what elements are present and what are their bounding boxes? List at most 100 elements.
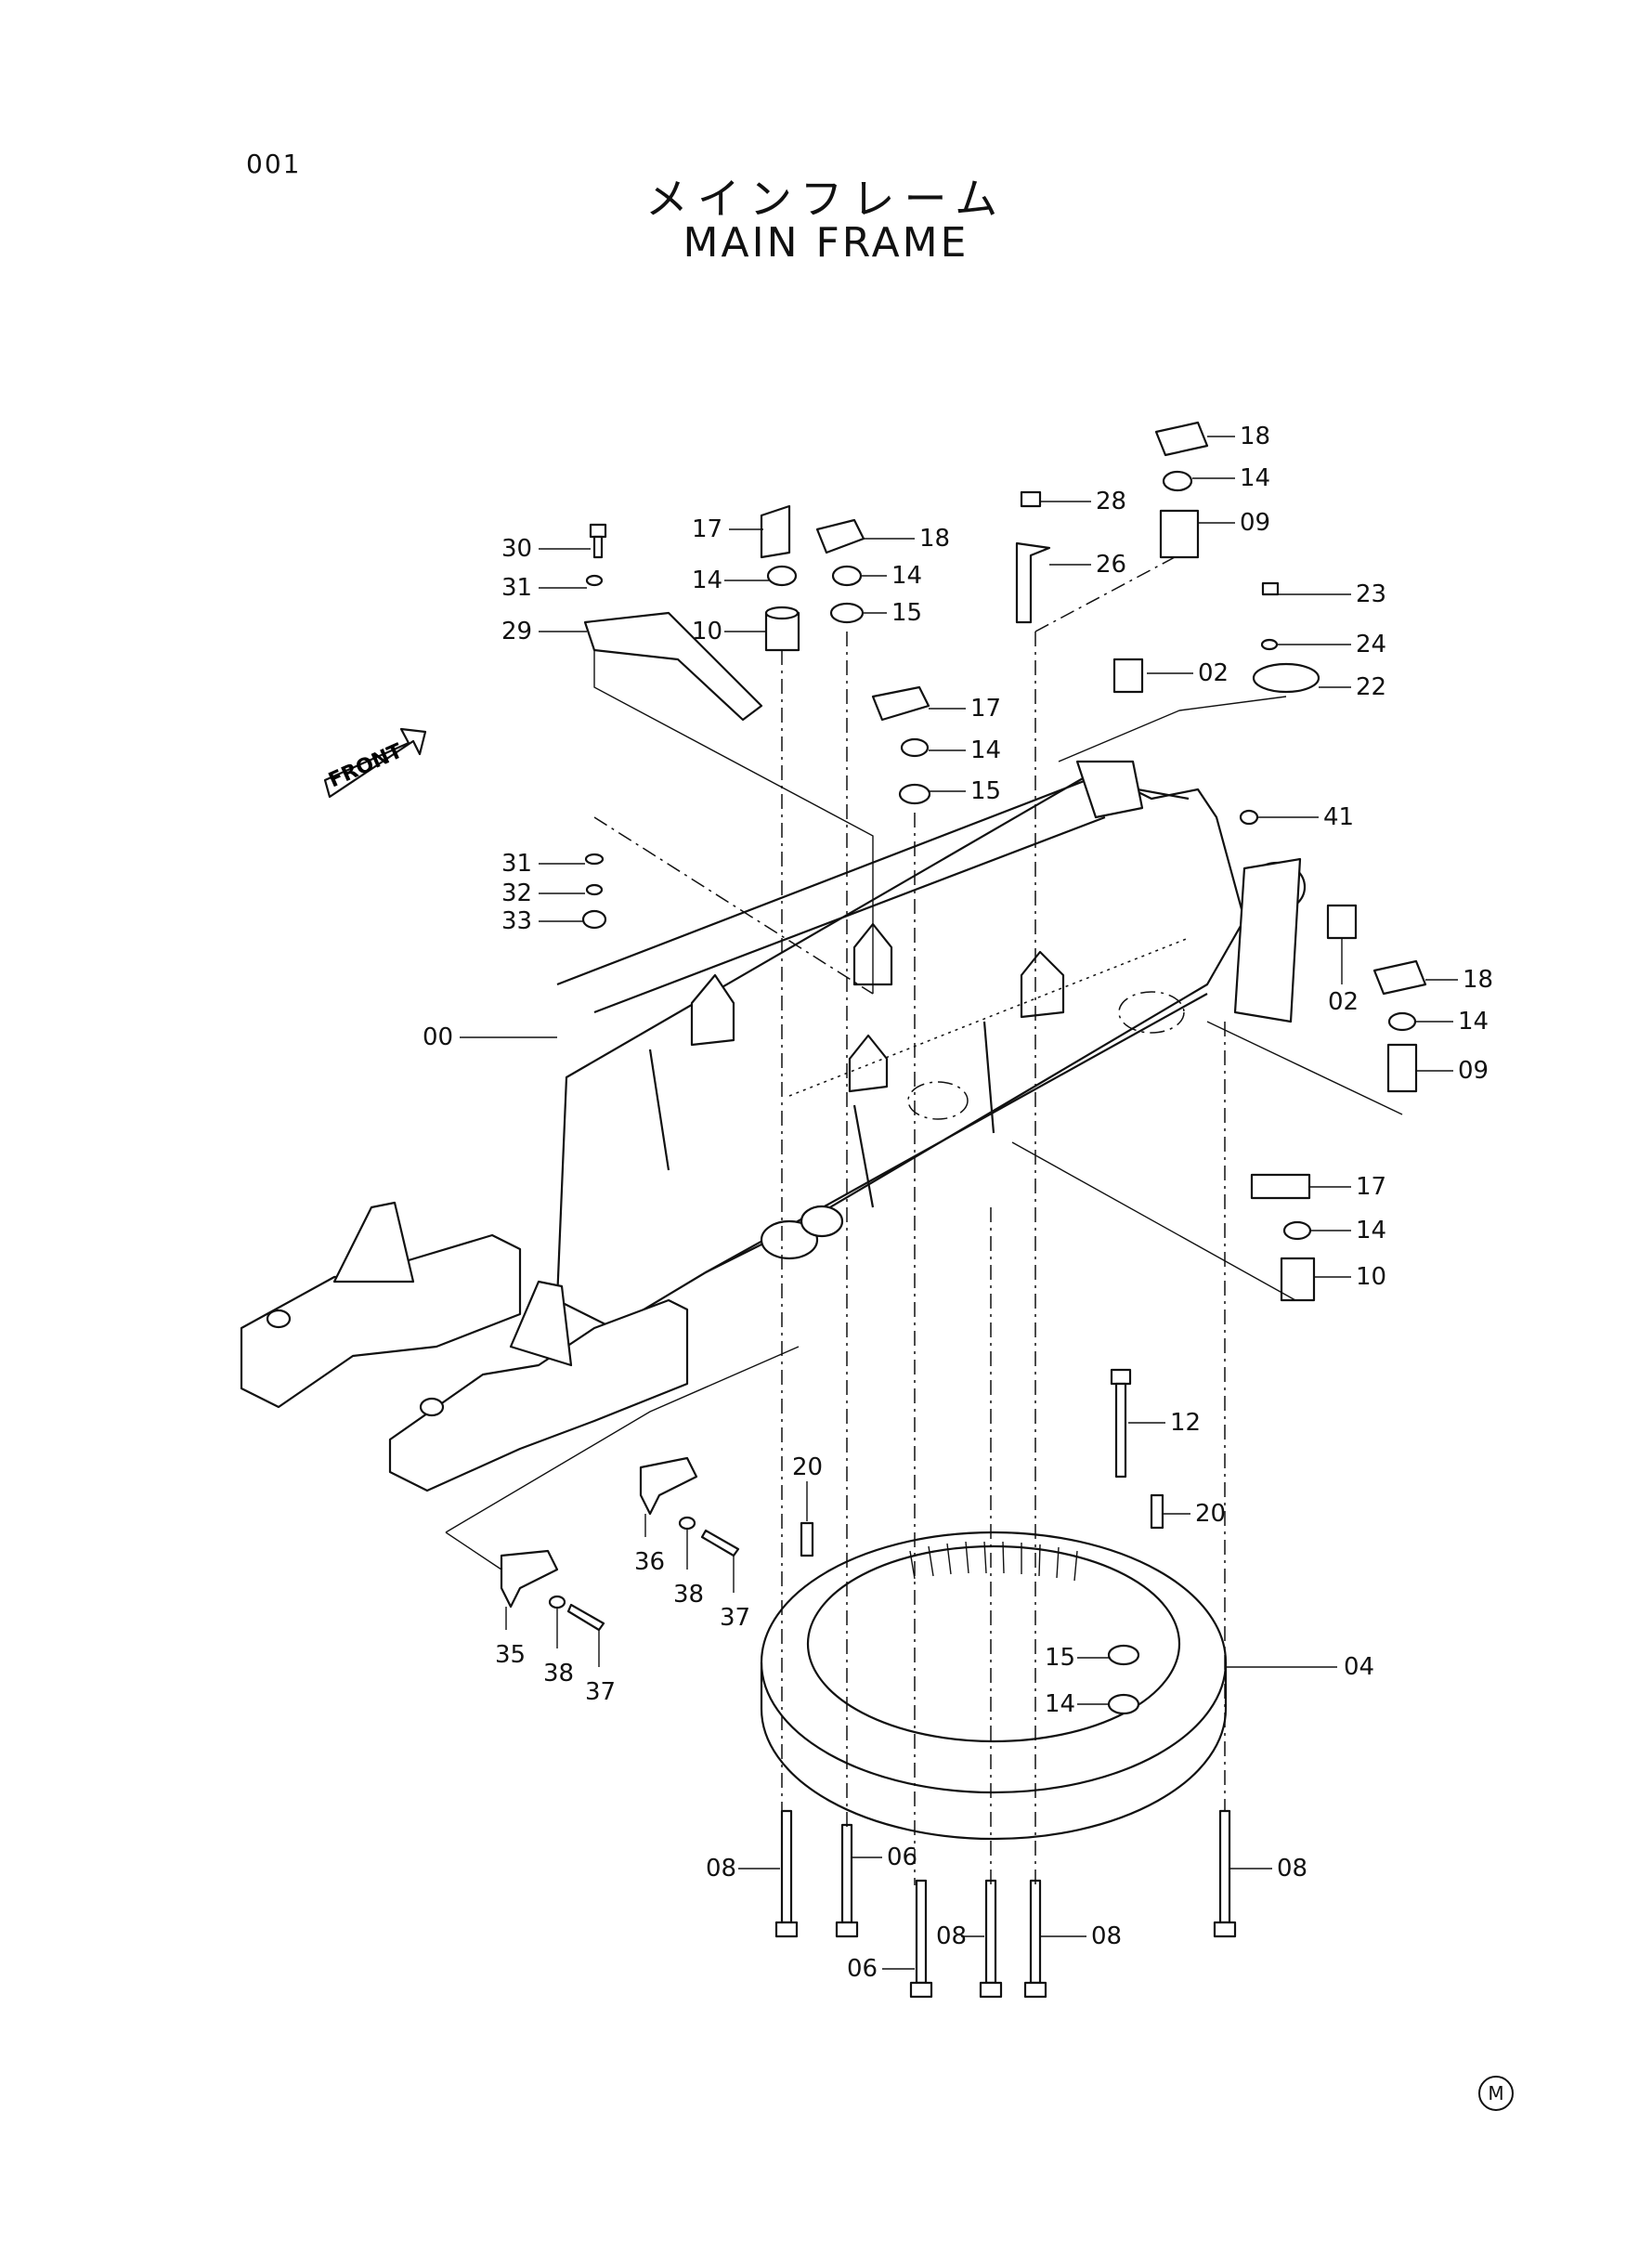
callout-37: 37 — [585, 1630, 616, 1706]
svg-text:38: 38 — [543, 1660, 574, 1687]
callout-08: 08 — [1230, 1855, 1307, 1883]
callout-24: 24 — [1277, 631, 1386, 658]
callout-08: 08 — [706, 1855, 780, 1883]
front-label: FRONT — [325, 739, 406, 792]
callout-04: 04 — [1226, 1653, 1374, 1681]
callout-02: 02 — [1328, 938, 1359, 1016]
callout-17: 17 — [1309, 1173, 1386, 1201]
svg-text:10: 10 — [1356, 1263, 1386, 1291]
callout-00: 00 — [423, 1023, 557, 1051]
callout-35: 35 — [495, 1607, 526, 1669]
svg-text:41: 41 — [1323, 803, 1354, 831]
svg-text:04: 04 — [1344, 1653, 1374, 1681]
svg-text:20: 20 — [792, 1453, 823, 1481]
svg-text:17: 17 — [1356, 1173, 1386, 1201]
svg-text:10: 10 — [692, 618, 722, 645]
svg-text:06: 06 — [887, 1844, 917, 1871]
callout-41: 41 — [1258, 803, 1354, 831]
svg-text:02: 02 — [1198, 659, 1229, 687]
callout-17: 17 — [692, 515, 763, 543]
svg-text:14: 14 — [970, 736, 1001, 764]
callout-06: 06 — [852, 1844, 917, 1871]
callout-22: 22 — [1319, 673, 1386, 701]
callout-23: 23 — [1278, 580, 1386, 608]
callout-08: 08 — [1040, 1922, 1122, 1950]
callout-14: 14 — [1045, 1690, 1109, 1718]
svg-text:02: 02 — [1328, 988, 1359, 1016]
svg-text:12: 12 — [1170, 1409, 1201, 1437]
svg-text:08: 08 — [1277, 1855, 1307, 1883]
callout-14: 14 — [1416, 1008, 1489, 1036]
svg-text:06: 06 — [847, 1955, 878, 1983]
svg-text:26: 26 — [1096, 551, 1126, 579]
svg-text:30: 30 — [501, 535, 532, 563]
svg-text:24: 24 — [1356, 631, 1386, 658]
svg-text:15: 15 — [1045, 1644, 1075, 1672]
svg-text:09: 09 — [1240, 509, 1270, 537]
svg-text:18: 18 — [1463, 966, 1493, 994]
svg-text:14: 14 — [1356, 1217, 1386, 1244]
svg-text:14: 14 — [1458, 1008, 1489, 1036]
svg-text:20: 20 — [1195, 1500, 1226, 1528]
svg-text:15: 15 — [970, 777, 1001, 805]
swing-bearing-ring — [760, 1531, 1228, 1841]
svg-text:17: 17 — [692, 515, 722, 543]
callout-38: 38 — [673, 1530, 704, 1609]
callout-15: 15 — [862, 599, 922, 627]
svg-text:35: 35 — [495, 1641, 526, 1669]
callout-20: 20 — [792, 1453, 823, 1521]
callout-18: 18 — [1207, 423, 1270, 450]
svg-text:17: 17 — [970, 695, 1001, 723]
callout-28: 28 — [1040, 488, 1126, 515]
callout-30: 30 — [501, 535, 591, 563]
callout-14: 14 — [1192, 464, 1270, 492]
svg-text:32: 32 — [501, 879, 532, 907]
svg-text:00: 00 — [423, 1023, 453, 1051]
callout-18: 18 — [1425, 966, 1493, 994]
callout-10: 10 — [692, 618, 766, 645]
svg-text:08: 08 — [706, 1855, 736, 1883]
callout-14: 14 — [692, 567, 769, 594]
svg-text:14: 14 — [891, 562, 922, 590]
svg-text:18: 18 — [919, 525, 950, 553]
callout-09: 09 — [1416, 1057, 1489, 1085]
callout-02: 02 — [1147, 659, 1229, 687]
title-english: MAIN FRAME — [683, 219, 969, 267]
callout-06: 06 — [847, 1955, 915, 1983]
callout-18: 18 — [864, 525, 950, 553]
svg-text:09: 09 — [1458, 1057, 1489, 1085]
callout-15: 15 — [929, 777, 1001, 805]
svg-text:29: 29 — [501, 618, 532, 645]
callout-31: 31 — [501, 850, 585, 878]
callout-32: 32 — [501, 879, 585, 907]
callout-38: 38 — [543, 1609, 574, 1687]
svg-text:36: 36 — [634, 1548, 665, 1576]
callout-14: 14 — [1311, 1217, 1386, 1244]
callout-labels: 00 02 02 04 06 06 08 08 08 08 09 09 10 1… — [423, 423, 1493, 1983]
svg-text:08: 08 — [1091, 1922, 1122, 1950]
svg-text:14: 14 — [1045, 1690, 1075, 1718]
callout-20: 20 — [1163, 1500, 1226, 1528]
svg-text:23: 23 — [1356, 580, 1386, 608]
svg-text:33: 33 — [501, 907, 532, 935]
hardware-parts — [500, 421, 1427, 1999]
svg-text:22: 22 — [1356, 673, 1386, 701]
svg-text:15: 15 — [891, 599, 922, 627]
callout-17: 17 — [929, 695, 1001, 723]
main-frame-body — [555, 760, 1307, 1330]
svg-text:08: 08 — [936, 1922, 967, 1950]
callout-26: 26 — [1049, 551, 1126, 579]
svg-text:31: 31 — [501, 850, 532, 878]
callout-15: 15 — [1045, 1644, 1109, 1672]
front-arms — [240, 1201, 689, 1492]
callout-12: 12 — [1128, 1409, 1201, 1437]
svg-text:28: 28 — [1096, 488, 1126, 515]
callout-14: 14 — [862, 562, 922, 590]
title-japanese: メインフレーム — [644, 174, 1008, 224]
callout-31: 31 — [501, 574, 587, 602]
svg-text:37: 37 — [585, 1678, 616, 1706]
assembly-guide-lines — [445, 556, 1403, 1885]
svg-text:14: 14 — [1240, 464, 1270, 492]
svg-text:38: 38 — [673, 1581, 704, 1609]
